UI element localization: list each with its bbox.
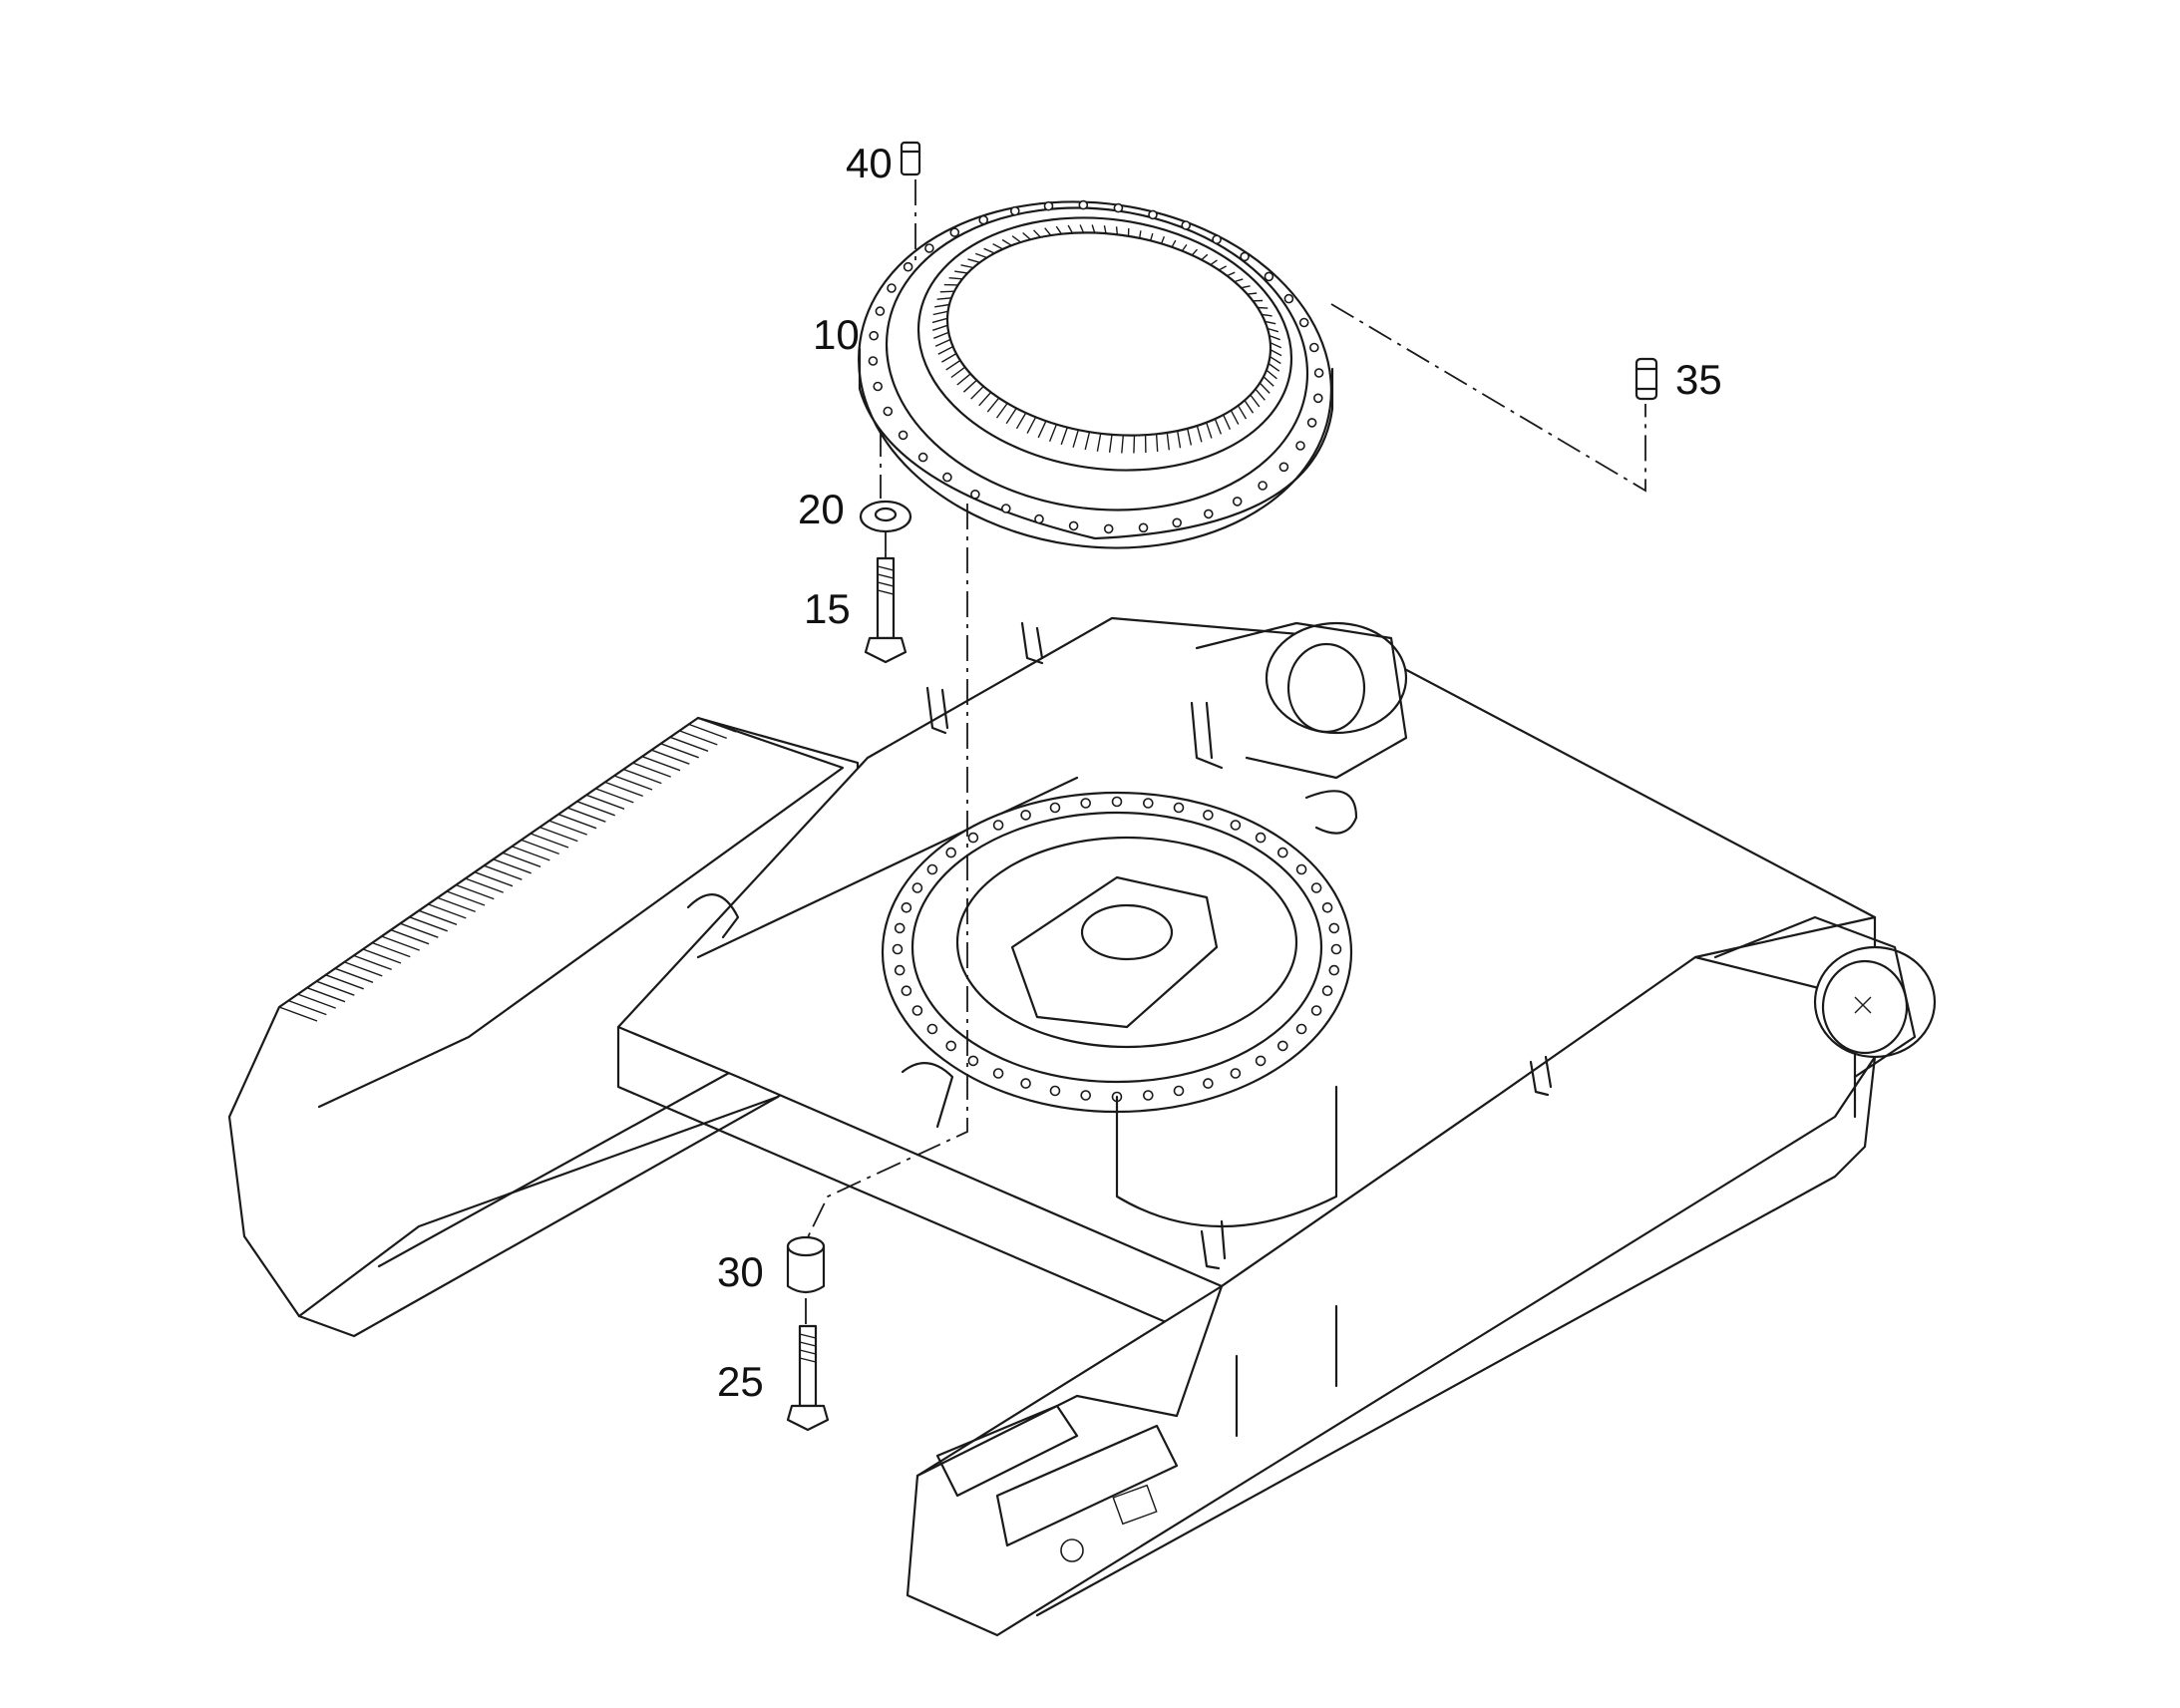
callouts: 40 10 35 20 15 30 25	[717, 140, 1722, 1405]
part-35-pin	[1635, 357, 1658, 401]
callout-20: 20	[798, 486, 845, 532]
part-30-spacer	[786, 1235, 826, 1294]
end-bosses	[1195, 621, 1937, 1079]
callout-40: 40	[846, 140, 893, 186]
right-side-frame	[906, 915, 1877, 1637]
callout-15: 15	[804, 585, 851, 632]
callout-25: 25	[717, 1358, 764, 1405]
slewing-ring	[858, 199, 1334, 549]
leader-lines	[805, 179, 1646, 1324]
callout-35: 35	[1675, 356, 1722, 403]
undercarriage-frame	[227, 616, 1937, 1637]
part-20-washer	[859, 500, 912, 533]
callout-30: 30	[717, 1248, 764, 1295]
part-40-pin	[900, 141, 921, 176]
brackets	[686, 621, 1553, 1270]
part-15-bolt	[864, 556, 908, 664]
turntable-ring	[881, 791, 1353, 1228]
part-25-bolt	[786, 1324, 830, 1432]
callout-10: 10	[813, 311, 860, 358]
